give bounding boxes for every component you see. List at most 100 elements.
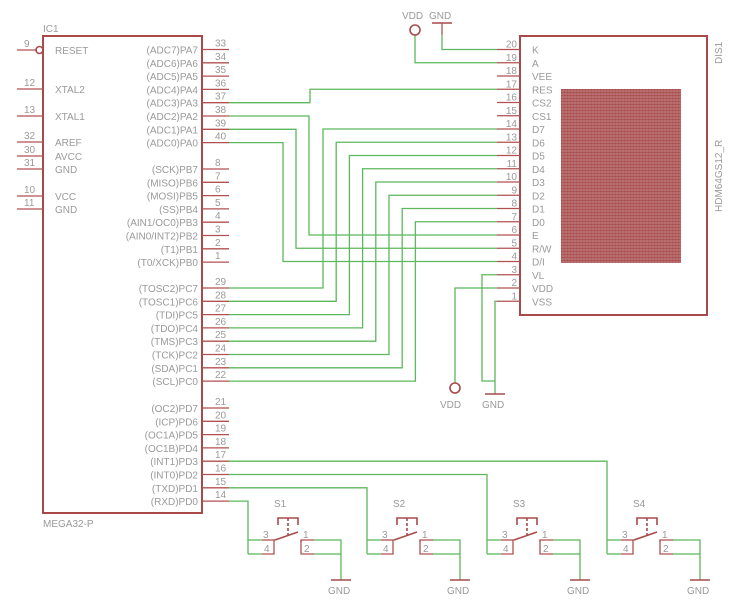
switch-lever xyxy=(513,531,538,541)
lcd-pin-19[interactable]: 19A xyxy=(497,53,539,70)
ic1-pin-16[interactable]: 16(INT0)PD2 xyxy=(150,464,229,482)
ic1-pin-6[interactable]: 6(MOSI)PB5 xyxy=(147,185,229,203)
pin-number: 22 xyxy=(215,370,227,381)
ic1-part: MEGA32-P xyxy=(43,519,94,530)
pin-label: (T1)PB1 xyxy=(161,245,199,256)
pin-number: 34 xyxy=(215,52,227,63)
ic1-pin-14[interactable]: 14(RXD)PD0 xyxy=(151,490,229,508)
ic1-pin-7[interactable]: 7(MISO)PB6 xyxy=(147,171,229,189)
pin-number: 2 xyxy=(215,238,221,249)
ic1-pin-37[interactable]: 37(ADC3)PA3 xyxy=(147,92,230,110)
pin-label: VSS xyxy=(532,297,552,308)
net-wire xyxy=(229,473,488,554)
ic1-body[interactable] xyxy=(42,35,203,514)
pin-label: (ADC0)PA0 xyxy=(147,139,199,150)
ic1-pin-8[interactable]: 8(SCK)PB7 xyxy=(152,158,229,176)
pin-number: 7 xyxy=(511,212,517,223)
ic1-pin-26[interactable]: 26(TDO)PC4 xyxy=(151,317,229,335)
lcd-display[interactable]: DIS1 HDM64GS12_R xyxy=(519,35,725,316)
switch-name: S3 xyxy=(513,499,526,510)
pin-label: VDD xyxy=(532,284,553,295)
ic1-pin-36[interactable]: 36(ADC4)PA4 xyxy=(147,78,230,96)
ic1-pin-21[interactable]: 21(OC2)PD7 xyxy=(151,397,229,415)
pin-number: 13 xyxy=(24,105,36,116)
pin-number: 40 xyxy=(215,132,227,143)
ic1-pin-19[interactable]: 19(OC1A)PD5 xyxy=(145,424,229,442)
ic1-pin-3[interactable]: 3(AIN0/INT2)PB2 xyxy=(126,225,229,243)
pin-label: (ICP)PD6 xyxy=(155,417,198,428)
pin-label: (SS)PB4 xyxy=(159,205,198,216)
pin-number: 7 xyxy=(215,171,221,182)
pin-number: 6 xyxy=(511,225,517,236)
ic1-pin-15[interactable]: 15(TXD)PD1 xyxy=(152,477,229,495)
ic1-pin-35[interactable]: 35(ADC5)PA5 xyxy=(147,65,230,83)
pin-number: 2 xyxy=(543,544,549,555)
ic1-pin-18[interactable]: 18(OC1B)PD4 xyxy=(145,437,229,455)
net-wire xyxy=(229,88,497,104)
pin-number: 33 xyxy=(215,39,227,50)
pin-number: 25 xyxy=(215,330,227,341)
pin-label: VEE xyxy=(532,72,552,83)
lcd-pin-6[interactable]: 6E xyxy=(497,225,539,242)
ic1-pin-33[interactable]: 33(ADC7)PA7 xyxy=(147,39,230,57)
ic1-pin-5[interactable]: 5(SS)PB4 xyxy=(159,198,229,216)
lcd-pin-8[interactable]: 8D1 xyxy=(497,199,545,216)
lcd-pin-3[interactable]: 3VL xyxy=(497,265,545,282)
lcd-pin-9[interactable]: 9D2 xyxy=(497,185,545,202)
ic1-pin-17[interactable]: 17(INT1)PD3 xyxy=(150,450,229,468)
ic1-pin-27[interactable]: 27(TDI)PC5 xyxy=(156,304,229,322)
ic1-pin-23[interactable]: 23(SDA)PC1 xyxy=(151,357,229,375)
ic1-pin-25[interactable]: 25(TMS)PC3 xyxy=(151,330,229,348)
pin-number: 5 xyxy=(511,238,517,249)
lcd-pin-4[interactable]: 4D/I xyxy=(497,252,545,269)
ic1-pin-20[interactable]: 20(ICP)PD6 xyxy=(155,410,229,428)
ic1-mega32[interactable]: IC1 MEGA32-P xyxy=(42,24,203,530)
ic1-pin-39[interactable]: 39(ADC1)PA1 xyxy=(147,118,230,136)
ic1-pin-24[interactable]: 24(TCK)PC2 xyxy=(152,344,229,362)
net-wire xyxy=(494,300,497,394)
pin-number: 4 xyxy=(623,544,629,555)
ic1-pin-28[interactable]: 28(TOSC1)PC6 xyxy=(139,290,229,308)
lcd-pin-20[interactable]: 20K xyxy=(497,40,539,57)
ic1-pin-34[interactable]: 34(ADC6)PA6 xyxy=(147,52,230,70)
ic1-pin-40[interactable]: 40 (ADC0)PA0 xyxy=(147,132,230,150)
ic1-pin-38[interactable]: 38(ADC2)PA2 xyxy=(147,105,230,123)
switch-name: S2 xyxy=(393,499,406,510)
ic1-pin-2[interactable]: 2 (T1)PB1 xyxy=(161,238,229,256)
lcd-body[interactable] xyxy=(519,35,708,316)
ic1-pin-22[interactable]: 22(SCL)PC0 xyxy=(152,370,229,388)
pin-label: XTAL1 xyxy=(55,112,85,123)
pin-label: K xyxy=(532,46,539,57)
pin-number: 3 xyxy=(263,530,269,541)
ic1-pin-4[interactable]: 4(AIN1/OC0)PB3 xyxy=(127,211,229,229)
lcd-pin-5[interactable]: 5R/W xyxy=(497,238,552,255)
ic1-pin-1[interactable]: 1(T0/XCK)PB0 xyxy=(137,251,229,269)
ic1-pin-29[interactable]: 29(TOSC2)PC7 xyxy=(139,277,229,295)
pin-number: 3 xyxy=(622,530,628,541)
pin-label: R/W xyxy=(532,244,552,255)
lcd-pin-7[interactable]: 7D0 xyxy=(497,212,545,229)
